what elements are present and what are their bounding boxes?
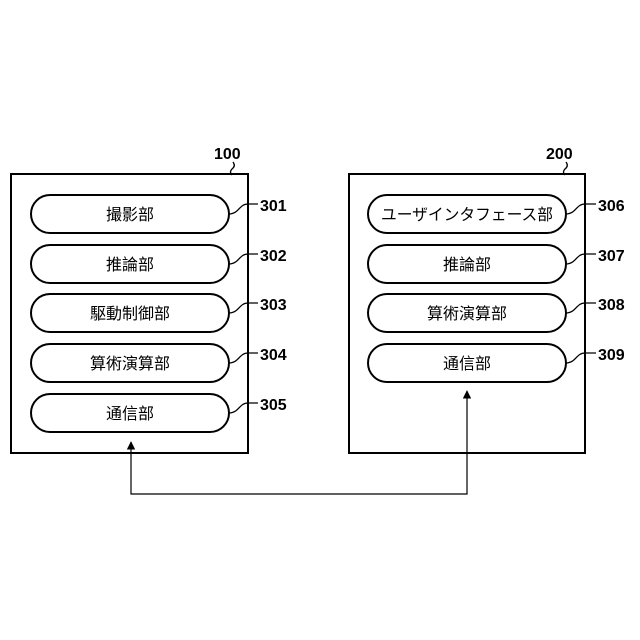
unit-arithmetic-ref: 304 xyxy=(260,347,287,364)
unit-inference-200-label: 推論部 xyxy=(443,255,491,274)
device-200: 200 ユーザインタフェース部 306 推論部 307 算術演算部 308 通信… xyxy=(349,146,625,453)
unit-drive-control-ref: 303 xyxy=(260,297,287,314)
unit-arithmetic-200-label: 算術演算部 xyxy=(427,304,507,323)
unit-drive-control-label: 駆動制御部 xyxy=(90,304,170,323)
device-200-ref: 200 xyxy=(546,146,573,163)
unit-communication-200: 通信部 309 xyxy=(368,344,625,382)
unit-user-interface-label: ユーザインタフェース部 xyxy=(381,205,553,224)
unit-user-interface: ユーザインタフェース部 306 xyxy=(368,195,625,233)
unit-imaging-label: 撮影部 xyxy=(106,205,154,224)
unit-inference-200: 推論部 307 xyxy=(368,245,625,283)
unit-arithmetic-label: 算術演算部 xyxy=(90,354,170,373)
unit-inference-200-ref: 307 xyxy=(598,248,625,265)
unit-inference-ref: 302 xyxy=(260,248,287,265)
unit-communication-ref: 305 xyxy=(260,397,287,414)
unit-communication-label: 通信部 xyxy=(106,404,154,423)
unit-user-interface-ref: 306 xyxy=(598,198,625,215)
unit-arithmetic-200-ref: 308 xyxy=(598,297,625,314)
unit-inference-label: 推論部 xyxy=(106,255,154,274)
unit-imaging-ref: 301 xyxy=(260,198,287,215)
unit-arithmetic-200: 算術演算部 308 xyxy=(368,294,625,332)
unit-communication-200-label: 通信部 xyxy=(443,354,491,373)
unit-communication-200-ref: 309 xyxy=(598,347,625,364)
device-100-ref: 100 xyxy=(214,146,241,163)
device-100: 100 撮影部 301 推論部 302 駆動制御部 303 算術演算部 304 xyxy=(11,146,287,453)
